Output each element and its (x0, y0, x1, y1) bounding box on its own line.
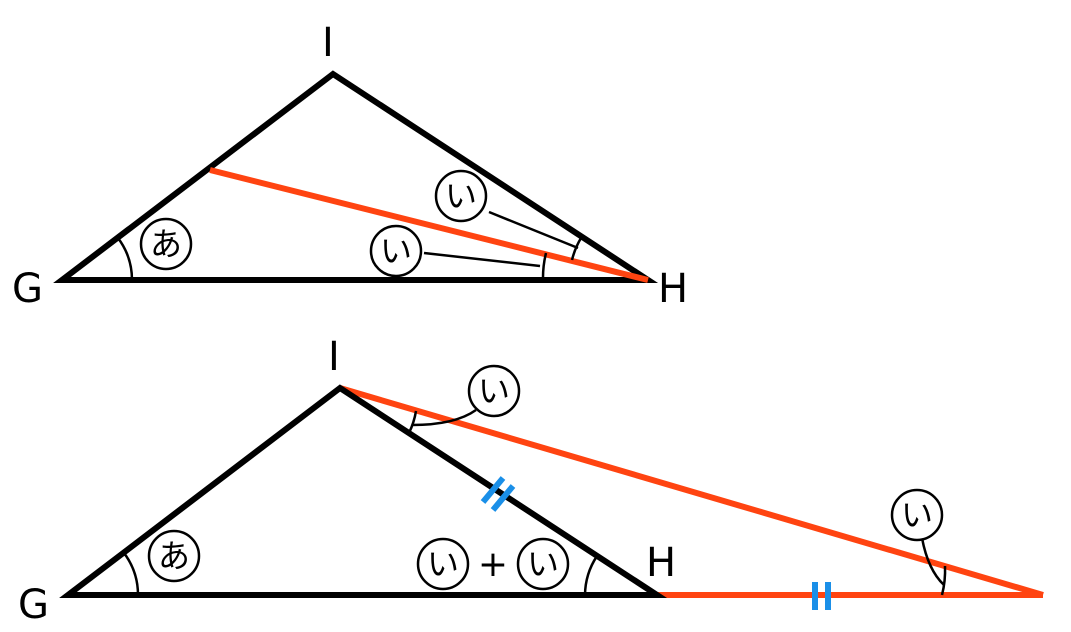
top-angle-arc-h-lower (541, 252, 548, 281)
top-angle-label-a: あ (139, 217, 193, 271)
bottom-angle-label-h-right: い (516, 537, 570, 591)
bottom-angle-label-far: い (890, 488, 944, 542)
bottom-tick-marks-extension (812, 582, 831, 610)
bottom-triangle (59, 384, 668, 598)
top-vertex-g-label: G (12, 266, 43, 312)
bottom-angle-arc-far (940, 565, 947, 596)
bottom-leader-far (920, 537, 945, 586)
top-auxiliary-line (209, 167, 649, 283)
svg-text:い: い (901, 496, 933, 534)
bottom-angle-plus-sign: + (478, 544, 508, 585)
svg-text:あ: あ (150, 225, 182, 263)
bottom-figure: あ い + い い い G H I (18, 334, 1044, 628)
top-angle-arc-g (116, 237, 134, 281)
svg-text:い: い (478, 372, 510, 410)
top-vertex-i-label: I (322, 20, 334, 66)
bottom-vertex-h-label: H (646, 540, 676, 586)
bottom-leader-i (411, 408, 477, 427)
top-angle-label-b-lower: い (369, 224, 423, 278)
bottom-angle-arc-h (583, 555, 599, 596)
top-figure: あ い い G H I (12, 20, 688, 312)
top-leader-upper (488, 210, 579, 250)
bottom-vertex-i-label: I (328, 334, 340, 380)
svg-text:い: い (527, 545, 559, 583)
top-angle-label-b-upper: い (434, 169, 488, 223)
bottom-angle-label-h-left: い (416, 537, 470, 591)
bottom-long-red-side (339, 385, 1044, 598)
bottom-angle-arc-i (407, 410, 418, 434)
bottom-angle-label-a: あ (147, 529, 201, 583)
svg-text:い: い (380, 232, 412, 270)
top-leader-lower (423, 251, 541, 268)
svg-text:あ: あ (158, 537, 190, 575)
top-angle-arc-h-upper (570, 237, 583, 261)
bottom-angle-label-i: い (467, 364, 521, 418)
top-triangle (53, 70, 659, 283)
top-vertex-h-label: H (658, 266, 688, 312)
bottom-vertex-g-label: G (18, 582, 49, 628)
bottom-angle-arc-g (122, 552, 140, 596)
svg-text:い: い (445, 177, 477, 215)
svg-text:い: い (427, 545, 459, 583)
bottom-tick-marks-ih (480, 476, 516, 512)
